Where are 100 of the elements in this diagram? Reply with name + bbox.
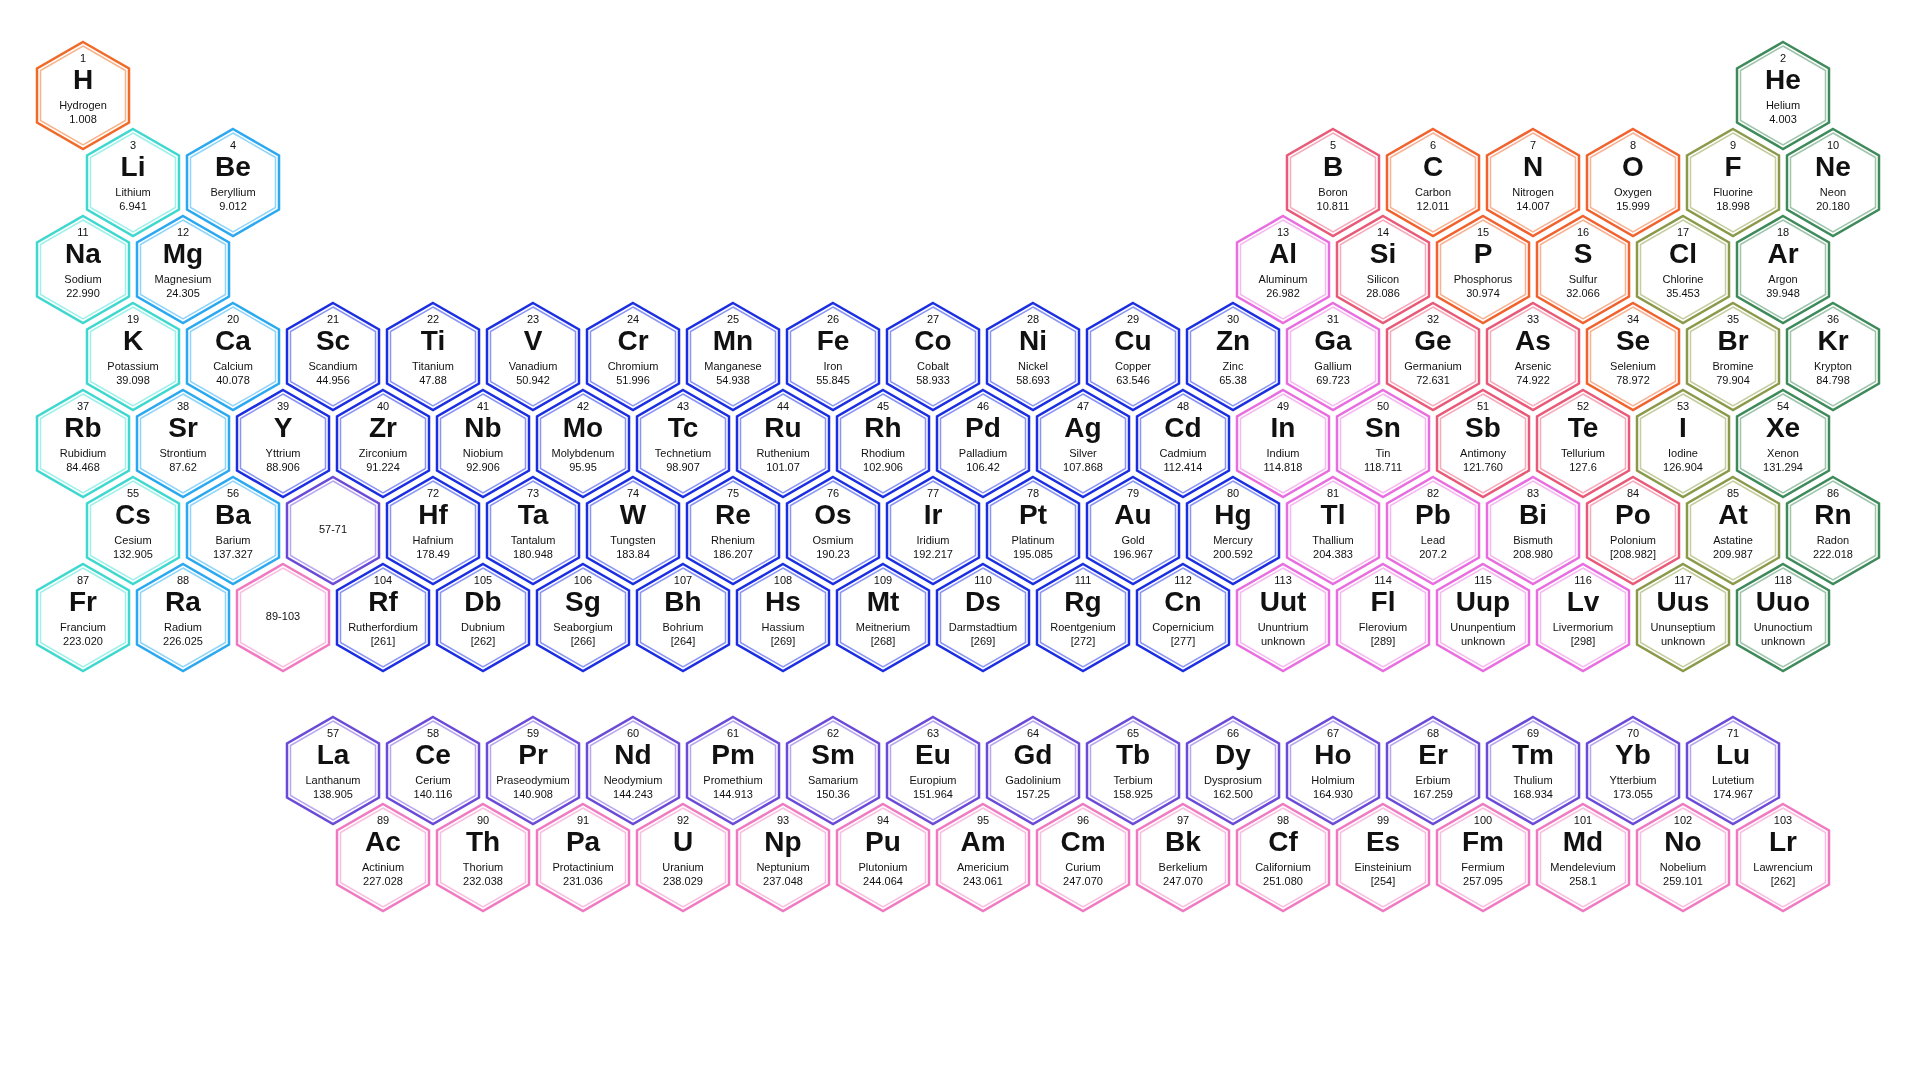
atomic-number: 25 <box>726 313 740 325</box>
atomic-mass: 87.62 <box>169 461 197 474</box>
element-name: Phosphorus <box>1453 273 1513 286</box>
atomic-number: 58 <box>426 727 440 739</box>
element-hexagon <box>935 562 1031 673</box>
element-symbol: Dy <box>1215 739 1251 771</box>
element-name: Magnesium <box>154 273 212 286</box>
atomic-mass: 6.941 <box>119 200 147 213</box>
atomic-number: 112 <box>1174 574 1192 586</box>
atomic-number: 36 <box>1826 313 1840 325</box>
atomic-mass: 39.948 <box>1766 287 1800 300</box>
element-hexagon <box>235 562 331 673</box>
atomic-number: 42 <box>576 400 590 412</box>
element-name: Radon <box>1816 534 1850 547</box>
atomic-number: 29 <box>1126 313 1140 325</box>
atomic-mass: 35.453 <box>1666 287 1700 300</box>
atomic-mass: 15.999 <box>1616 200 1650 213</box>
atomic-number: 92 <box>676 814 690 826</box>
element-symbol: Se <box>1615 325 1651 357</box>
element-name: Plutonium <box>858 861 908 874</box>
element-name: Europium <box>909 774 957 787</box>
atomic-number: 32 <box>1426 313 1440 325</box>
atomic-number: 37 <box>76 400 90 412</box>
atomic-mass: unknown <box>1760 635 1805 648</box>
atomic-number: 51 <box>1476 400 1490 412</box>
atomic-mass: 174.967 <box>1713 788 1753 801</box>
atomic-mass: 95.95 <box>569 461 597 474</box>
element-hexagon <box>335 802 431 913</box>
element-name: Flerovium <box>1358 621 1408 634</box>
element-name: Seaborgium <box>553 621 613 634</box>
atomic-mass: 9.012 <box>219 200 247 213</box>
atomic-number: 90 <box>476 814 490 826</box>
element-symbol: Te <box>1567 412 1599 444</box>
element-symbol: Co <box>914 325 952 357</box>
atomic-mass: 26.982 <box>1266 287 1300 300</box>
element-name: Lutetium <box>1711 774 1755 787</box>
element-symbol: Ds <box>965 586 1001 618</box>
element-symbol: V <box>523 325 543 357</box>
atomic-number: 98 <box>1276 814 1290 826</box>
element-symbol: Mg <box>162 238 204 270</box>
atomic-mass: 74.922 <box>1516 374 1550 387</box>
atomic-number: 110 <box>974 574 992 586</box>
atomic-mass: 209.987 <box>1713 548 1753 561</box>
atomic-mass: [266] <box>570 635 596 648</box>
element-name: Nickel <box>1018 360 1048 373</box>
atomic-number: 70 <box>1626 727 1640 739</box>
atomic-mass: 150.36 <box>816 788 850 801</box>
element-name: Holmium <box>1311 774 1355 787</box>
atomic-mass: [254] <box>1370 875 1396 888</box>
atomic-number: 47 <box>1076 400 1090 412</box>
atomic-mass: 237.048 <box>763 875 803 888</box>
atomic-mass: 190.23 <box>816 548 850 561</box>
element-name: Ununseptium <box>1650 621 1716 634</box>
atomic-mass: 55.845 <box>816 374 850 387</box>
atomic-mass: 251.080 <box>1263 875 1303 888</box>
element-name: Lead <box>1420 534 1446 547</box>
element-name: Osmium <box>812 534 854 547</box>
element-name: Tellurium <box>1561 447 1605 460</box>
atomic-mass: 88.906 <box>266 461 300 474</box>
element-name: Bohrium <box>662 621 704 634</box>
atomic-number: 91 <box>576 814 590 826</box>
element-symbol: Cs <box>115 499 151 531</box>
atomic-mass: 168.934 <box>1513 788 1553 801</box>
atomic-mass: [261] <box>370 635 396 648</box>
atomic-mass: [298] <box>1570 635 1596 648</box>
atomic-number: 53 <box>1676 400 1690 412</box>
element-name: Lanthanum <box>305 774 361 787</box>
element-name: Dysprosium <box>1203 774 1263 787</box>
element-name: Hydrogen <box>59 99 107 112</box>
atomic-number: 87 <box>76 574 90 586</box>
atomic-number: 13 <box>1276 226 1290 238</box>
element-hexagon <box>1235 802 1331 913</box>
element-symbol: La <box>316 739 350 771</box>
element-hexagon <box>1335 802 1431 913</box>
element-symbol: Nb <box>464 412 502 444</box>
atomic-mass: 226.025 <box>163 635 203 648</box>
atomic-number: 59 <box>526 727 540 739</box>
atomic-number: 99 <box>1376 814 1390 826</box>
atomic-mass: 137.327 <box>213 548 253 561</box>
atomic-number: 40 <box>376 400 390 412</box>
atomic-number: 96 <box>1076 814 1090 826</box>
element-symbol: Bh <box>664 586 702 618</box>
element-name: Copernicium <box>1152 621 1214 634</box>
element-symbol: Sm <box>811 739 855 771</box>
element-name: Praseodymium <box>496 774 570 787</box>
element-name: Livermorium <box>1552 621 1614 634</box>
atomic-number: 81 <box>1326 487 1340 499</box>
element-symbol: Y <box>273 412 293 444</box>
element-hexagon <box>1435 562 1531 673</box>
element-name: Roentgenium <box>1050 621 1116 634</box>
atomic-mass: 79.904 <box>1716 374 1750 387</box>
element-symbol: Pr <box>518 739 548 771</box>
element-symbol: Bk <box>1165 826 1201 858</box>
element-name: Protactinium <box>552 861 614 874</box>
element-name: Neodymium <box>603 774 663 787</box>
element-symbol: Cd <box>1164 412 1202 444</box>
element-name: Rutherfordium <box>348 621 418 634</box>
element-range: 57-71 <box>318 523 348 535</box>
element-symbol: I <box>1679 412 1687 444</box>
atomic-number: 115 <box>1474 574 1492 586</box>
